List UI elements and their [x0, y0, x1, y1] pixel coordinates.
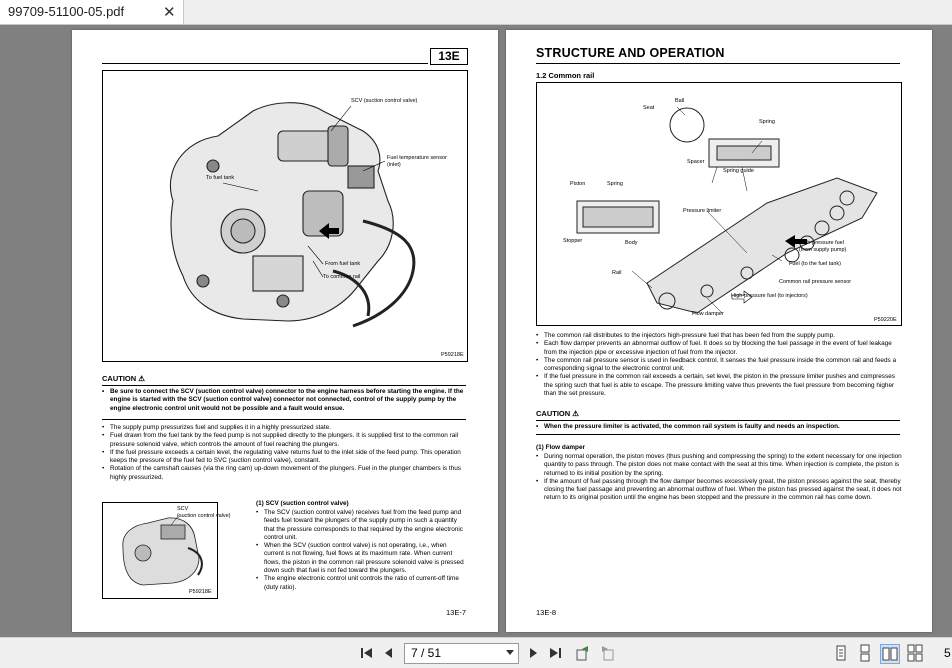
header-rule — [102, 63, 428, 64]
fig-label-fuel-to-tank: Fuel (to the fuel tank) — [789, 261, 841, 267]
page-title: STRUCTURE AND OPERATION — [536, 46, 725, 60]
bottom-toolbar: 7 / 51 5 — [0, 637, 952, 668]
caution-rule-bottom — [102, 419, 466, 420]
supply-pump-illustration — [169, 102, 416, 328]
fig-label-common-rail-sensor: Common rail pressure sensor — [779, 279, 852, 285]
fig-label-fuel-temp-inlet: (inlet) — [387, 162, 401, 168]
fig-label-from-fuel-tank: From fuel tank — [325, 261, 361, 267]
figure-code: P59218E — [441, 352, 464, 358]
fig-label-body: Body — [625, 240, 638, 246]
caution-item: When the pressure limiter is activated, … — [536, 423, 900, 432]
caution-list: Be sure to connect the SCV (suction cont… — [102, 388, 466, 413]
scv-figure: SCV (suction control valve) P59218E — [102, 502, 231, 599]
section-code: 13E — [430, 48, 468, 65]
section-subtitle: 1.2 Common rail — [536, 71, 595, 80]
fig-label-spacer: Spacer — [687, 159, 705, 165]
flow-damper-bullet: If the amount of fuel passing through th… — [536, 478, 902, 503]
fig-label-spring-left: Spring — [607, 181, 623, 187]
fig-label-piston: Piston — [570, 181, 586, 187]
caution-list: When the pressure limiter is activated, … — [536, 423, 900, 432]
bullet-item: Fuel drawn from the fuel tank by the fee… — [102, 432, 468, 449]
close-icon[interactable]: ✕ — [163, 4, 176, 21]
facing-icon[interactable] — [880, 644, 900, 664]
fig-label-ball: Ball — [675, 98, 685, 104]
bullet-item: If the fuel pressure exceeds a certain l… — [102, 449, 468, 466]
scv-bullet: When the SCV (suction control valve) is … — [256, 542, 468, 575]
scv-bullet: The engine electronic control unit contr… — [256, 575, 468, 592]
caution-title: CAUTION ⚠ — [536, 409, 579, 418]
prev-view-icon[interactable] — [574, 644, 592, 662]
figure-code: P59220E — [874, 317, 897, 323]
fig-label-hp-fuel-in: High-pressure fuel — [799, 240, 844, 246]
bullet-item: Rotation of the camshaft causes (via the… — [102, 465, 468, 482]
fig-label-stopper: Stopper — [563, 238, 583, 244]
zoom-level[interactable]: 5 — [944, 646, 951, 660]
first-page-icon[interactable] — [358, 644, 376, 662]
scv-illustration — [122, 514, 203, 586]
bullet-item: The common rail distributes to the injec… — [536, 332, 902, 341]
continuous-facing-icon[interactable] — [906, 644, 924, 662]
prev-page-icon[interactable] — [380, 644, 398, 662]
flow-damper-bullets: During normal operation, the piston move… — [536, 453, 902, 503]
common-rail-bullets: The common rail distributes to the injec… — [536, 332, 902, 398]
common-rail-illustration — [576, 106, 878, 314]
last-page-icon[interactable] — [546, 644, 564, 662]
pump-bullets: The supply pump pressurizes fuel and sup… — [102, 424, 468, 482]
continuous-icon[interactable] — [856, 644, 874, 662]
fig-label-flow-damper: Flow damper — [692, 311, 724, 317]
scv-bullets: The SCV (suction control valve) receives… — [256, 509, 468, 592]
tab-bar: 99709-51100-05.pdf ✕ — [0, 0, 952, 25]
title-rule — [536, 63, 900, 64]
scv-section-title: (1) SCV (suction control valve) — [256, 500, 349, 507]
caution-rule-bottom — [536, 434, 900, 435]
figure2-code: P59218E — [189, 589, 212, 595]
caution-title: CAUTION ⚠ — [102, 374, 145, 383]
fig-label-scv: SCV (suction control valve) — [351, 98, 418, 104]
bullet-item: The supply pump pressurizes fuel and sup… — [102, 424, 468, 433]
fig-label-fuel-temp: Fuel temperature sensor — [387, 155, 447, 161]
fig-label-rail: Rail — [612, 270, 622, 276]
chevron-down-icon[interactable] — [506, 650, 514, 655]
flow-damper-title: (1) Flow damper — [536, 444, 586, 451]
page-right: STRUCTURE AND OPERATION 1.2 Common rail — [506, 30, 932, 632]
fig-label-spring-top: Spring — [759, 119, 775, 125]
fig-label-hp-to-injectors: High-pressure fuel (to injectors) — [731, 293, 808, 299]
caution-rule-top — [536, 420, 900, 421]
fig-label-to-common-rail: To common rail — [323, 274, 361, 280]
bullet-item: Each flow damper prevents an abnormal ou… — [536, 340, 902, 357]
caution-item: Be sure to connect the SCV (suction cont… — [102, 388, 466, 413]
fig-label-from-supply-pump: (from supply pump) — [799, 247, 847, 253]
fig2-label-scv-desc: (suction control valve) — [177, 513, 231, 519]
page-indicator: 7 / 51 — [411, 646, 442, 660]
scv-bullet: The SCV (suction control valve) receives… — [256, 509, 468, 542]
fig-label-to-fuel-tank: To fuel tank — [206, 175, 235, 181]
document-tab[interactable]: 99709-51100-05.pdf ✕ — [0, 0, 184, 24]
common-rail-figure: Seat Ball Spring Spacer Spring guide Pis… — [536, 82, 902, 326]
document-viewer[interactable]: 13E — [0, 25, 952, 637]
supply-pump-figure: SCV (suction control valve) Fuel tempera… — [102, 70, 468, 362]
page-left: 13E — [72, 30, 498, 632]
next-view-icon[interactable] — [598, 644, 616, 662]
page-number: 13E-7 — [446, 608, 467, 617]
fig-label-pressure-limiter: Pressure limiter — [683, 208, 722, 214]
flow-damper-bullet: During normal operation, the piston move… — [536, 453, 902, 478]
bullet-item: If the fuel pressure in the common rail … — [536, 373, 902, 398]
caution-rule-top — [102, 385, 466, 386]
fig-label-spring-guide: Spring guide — [723, 168, 754, 174]
page-number-input[interactable]: 7 / 51 — [404, 643, 519, 664]
page-number: 13E-8 — [536, 608, 557, 617]
fig2-label-scv: SCV — [177, 506, 189, 512]
next-page-icon[interactable] — [524, 644, 542, 662]
single-page-icon[interactable] — [832, 644, 850, 662]
bullet-item: The common rail pressure sensor is used … — [536, 357, 902, 374]
tab-title: 99709-51100-05.pdf — [8, 4, 125, 19]
fig-label-seat: Seat — [643, 105, 655, 111]
